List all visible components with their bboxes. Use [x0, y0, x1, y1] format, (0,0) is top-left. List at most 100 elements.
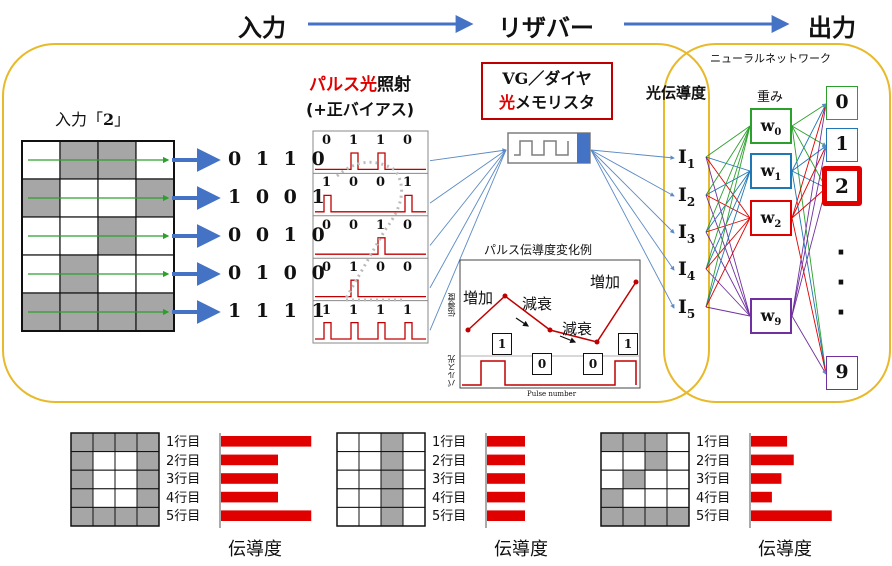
example-cell	[402, 432, 426, 453]
row-label: 4行目	[432, 490, 467, 506]
memristor-device	[507, 132, 591, 164]
output-box: 2	[822, 166, 862, 206]
dot: ·	[836, 268, 846, 298]
dot: ·	[836, 298, 846, 328]
example-cell	[136, 506, 160, 527]
conductance-bar	[751, 491, 772, 503]
example-cell	[622, 432, 646, 453]
header-input: 入力	[238, 14, 286, 42]
example-cell	[92, 488, 116, 508]
example-cell	[336, 506, 360, 527]
example-cell	[336, 451, 360, 471]
pulse-waveforms	[313, 152, 428, 340]
example-cell	[136, 432, 160, 453]
example-cell	[92, 469, 116, 490]
label-decrease-2: 減衰	[562, 320, 593, 338]
device-label-line1: VG／ダイヤ	[502, 69, 592, 88]
bottom-example	[70, 432, 312, 528]
input-grid	[21, 140, 175, 332]
example-cell	[114, 469, 138, 490]
dot: ·	[836, 238, 846, 268]
example-cell	[358, 451, 382, 471]
nn-connections	[705, 103, 828, 375]
conductance-bar	[487, 454, 525, 466]
row-label: 3行目	[696, 472, 731, 488]
conductance-bar	[751, 454, 794, 466]
example-cell	[666, 451, 690, 471]
output-box: 1	[826, 128, 858, 162]
current-label: I4	[678, 258, 696, 283]
row-label: 3行目	[166, 472, 201, 488]
pulse-box: 1	[618, 333, 638, 355]
conductance-title: 光伝導度	[646, 84, 707, 102]
weight-box: w2	[750, 200, 792, 236]
pulse-digit: 0	[349, 175, 359, 191]
example-cell	[600, 451, 624, 471]
row-label: 5行目	[696, 509, 731, 525]
pulse-digit: 1	[376, 217, 386, 233]
current-label: I3	[678, 221, 696, 246]
example-cell	[622, 506, 646, 527]
header-output: 出力	[808, 14, 856, 42]
current-label: I1	[678, 146, 696, 171]
row-label: 4行目	[166, 490, 201, 506]
conductance-bar	[221, 454, 278, 466]
example-xlabel: Pulse number	[527, 390, 577, 398]
output-box: 9	[826, 356, 858, 390]
conductance-bar	[221, 436, 312, 447]
pulse-digit: 0	[322, 217, 332, 233]
pulse-waveform	[315, 279, 426, 298]
example-cell	[114, 432, 138, 453]
example-cell	[336, 469, 360, 490]
device-channel	[514, 140, 569, 156]
example-cell	[358, 506, 382, 527]
pulse-digit: 0	[376, 175, 386, 191]
weights-label: 重み	[757, 90, 784, 105]
input-title: 入力「2」	[55, 110, 131, 129]
example-cell	[666, 488, 690, 508]
pulse-digit: 1	[403, 302, 413, 318]
conductance-label: 伝導度	[758, 539, 812, 560]
row-label: 1行目	[432, 435, 467, 450]
bottom-example	[336, 432, 525, 528]
row-label: 1行目	[696, 435, 731, 450]
example-cell	[622, 469, 646, 490]
output-box: 0	[826, 86, 858, 120]
pulse-digit: 0	[376, 260, 386, 276]
example-cell	[666, 469, 690, 490]
example-ylabel-bottom: パルス光	[447, 355, 456, 387]
row-label: 2行目	[166, 453, 201, 469]
example-cell	[380, 488, 404, 508]
example-cell	[70, 506, 94, 527]
example-cell	[644, 506, 668, 527]
label-increase-1: 増加	[463, 289, 494, 307]
weight-box: w0	[750, 108, 792, 144]
pulse-digit: 1	[376, 133, 386, 148]
example-cell	[644, 469, 668, 490]
pulse-digit: 0	[349, 217, 359, 233]
example-cell	[380, 432, 404, 453]
example-ylabel-top: 伝導度	[447, 293, 456, 317]
example-cell	[70, 469, 94, 490]
example-cell	[402, 488, 426, 508]
pulse-waveform	[315, 194, 426, 213]
pulse-waveform	[315, 152, 426, 171]
pulse-digit: 0	[403, 133, 413, 148]
conductance-bar	[751, 436, 788, 447]
conductance-bar	[487, 436, 525, 447]
fan-out-lines	[590, 149, 675, 309]
pulse-box: 0	[532, 353, 552, 375]
example-cell	[70, 451, 94, 471]
weight-box: w1	[750, 153, 792, 189]
example-cell	[358, 432, 382, 453]
pulse-box: 1	[492, 333, 512, 355]
example-cell	[358, 469, 382, 490]
row-label: 5行目	[432, 509, 467, 525]
fan-in-lines	[429, 148, 507, 331]
input-row-arrows	[172, 148, 221, 324]
example-cell	[114, 488, 138, 508]
row-label: 2行目	[432, 453, 467, 469]
conductance-label: 伝導度	[228, 539, 282, 560]
conductance-bar	[221, 473, 278, 484]
example-cell	[358, 488, 382, 508]
